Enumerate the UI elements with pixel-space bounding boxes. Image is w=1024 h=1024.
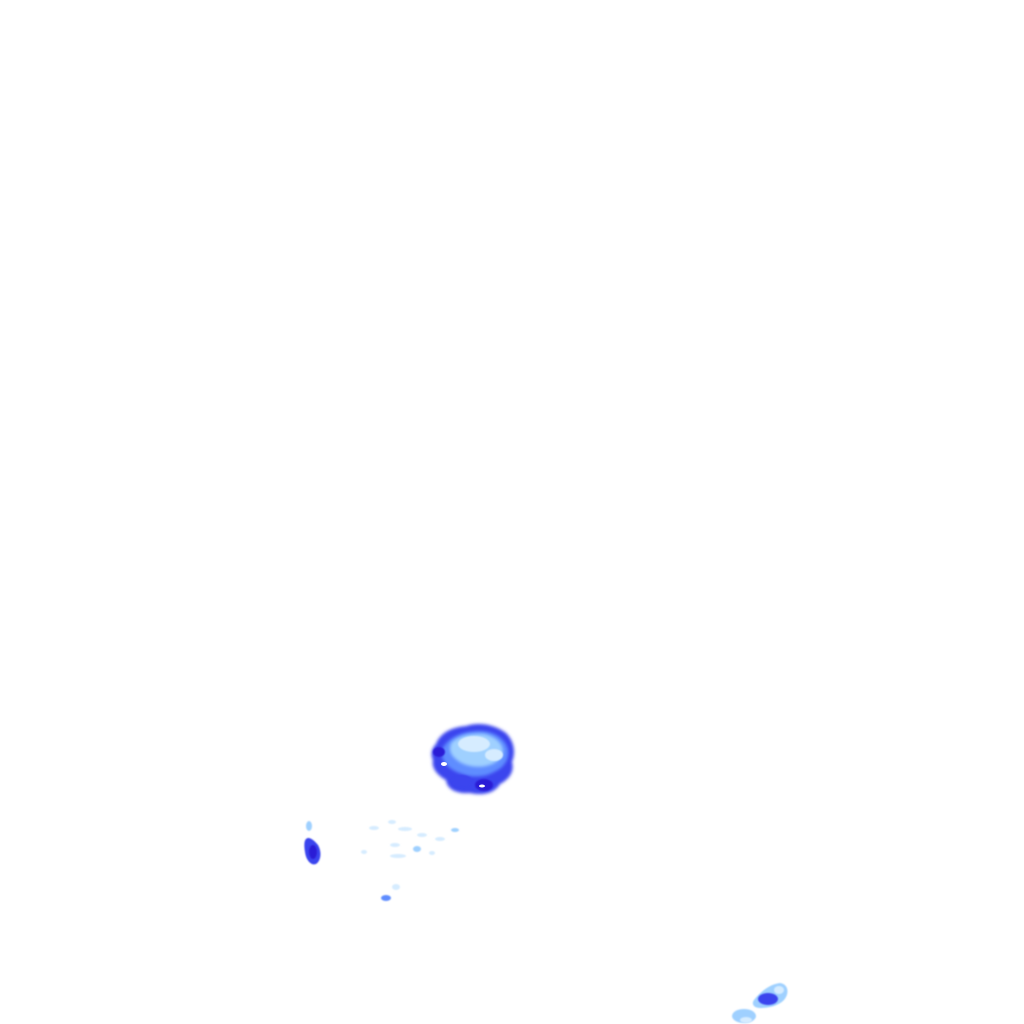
scatter-dot: [381, 895, 391, 901]
scatter-dot: [369, 826, 379, 830]
cell-br-core: [758, 993, 778, 1005]
scatter-dot: [390, 843, 400, 847]
cell-main-core: [452, 775, 472, 787]
cell-main-core: [433, 747, 445, 757]
scatter-dot: [451, 828, 459, 832]
cell-left-core: [309, 845, 317, 859]
scatter-dot: [429, 851, 435, 855]
scatter-dot: [398, 827, 412, 831]
cell-br-bright: [774, 986, 784, 994]
cell-left-cap: [306, 821, 312, 831]
scatter-dot: [390, 854, 406, 858]
scatter-dot: [435, 837, 445, 841]
scatter-dot: [413, 846, 421, 852]
precipitation-cell-bottom-right: [732, 983, 788, 1023]
scatter-dot: [361, 850, 367, 854]
scatter-dot: [417, 833, 427, 837]
scatter-dot: [392, 884, 400, 890]
scatter-dot: [388, 820, 396, 824]
precipitation-scatter: [361, 820, 459, 901]
precipitation-cell-main: [431, 724, 514, 795]
cell-main-hole: [479, 784, 485, 788]
precipitation-cell-left: [304, 821, 321, 865]
cell-main-bright-spot: [485, 749, 503, 761]
cell-main-bright-spot: [458, 736, 490, 752]
cell-br-tail-bright: [740, 1017, 752, 1023]
cell-main-hole: [441, 762, 447, 766]
